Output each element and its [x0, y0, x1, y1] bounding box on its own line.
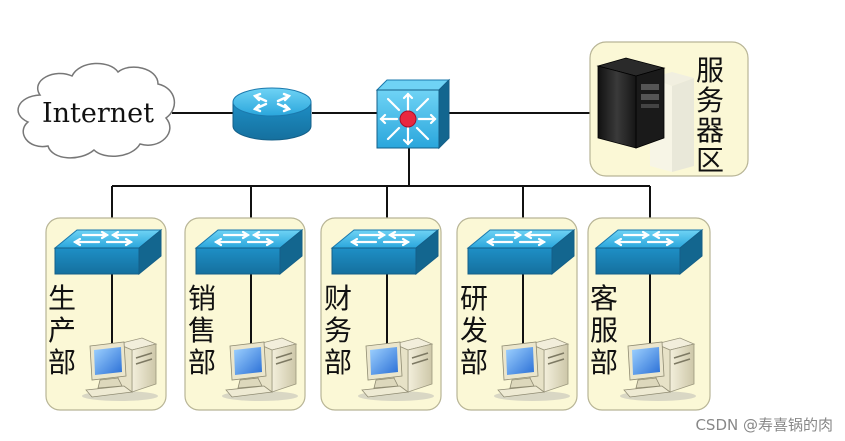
watermark: CSDN @寿喜锅的肉 [695, 416, 833, 434]
department-panel-customer-service: 客 服 部 [587, 217, 711, 411]
department-label-char: 售 [188, 314, 216, 347]
access-switch-icon [466, 228, 576, 276]
department-label-char: 服 [590, 314, 618, 347]
server-zone-label-4: 区 [696, 144, 724, 177]
internet-cloud: Internet [17, 62, 176, 159]
department-panel-finance: 财 务 部 [320, 217, 442, 411]
department-label-char: 产 [48, 314, 76, 347]
department-label-char: 部 [188, 346, 216, 379]
internet-label: Internet [42, 98, 154, 129]
department-label-char: 研 [460, 282, 488, 315]
router-icon [232, 87, 312, 141]
server-zone-label-1: 服 [696, 54, 724, 87]
department-label-char: 发 [460, 314, 488, 347]
department-label-char: 部 [324, 346, 352, 379]
department-label-char: 务 [324, 314, 352, 347]
department-label-char: 部 [460, 346, 488, 379]
server-icon [596, 57, 666, 149]
department-label-char: 生 [48, 282, 76, 315]
core-switch-icon [375, 78, 451, 150]
department-panel-sales: 销 售 部 [184, 217, 306, 411]
access-switch-icon [53, 228, 163, 276]
department-panel-production: 生 产 部 [45, 217, 167, 411]
server-zone: 服 务 器 区 [589, 41, 749, 177]
server-zone-label-3: 器 [696, 114, 724, 147]
department-label-char: 部 [48, 346, 76, 379]
access-switch-icon [194, 228, 304, 276]
department-label-char: 财 [324, 282, 352, 315]
department-label-char: 客 [590, 282, 618, 315]
department-label-char: 销 [188, 282, 216, 315]
server-zone-label-2: 务 [696, 84, 724, 117]
department-label-char: 部 [590, 346, 618, 379]
department-panel-rnd: 研 发 部 [456, 217, 578, 411]
access-switch-icon [594, 228, 704, 276]
access-switch-icon [330, 228, 440, 276]
